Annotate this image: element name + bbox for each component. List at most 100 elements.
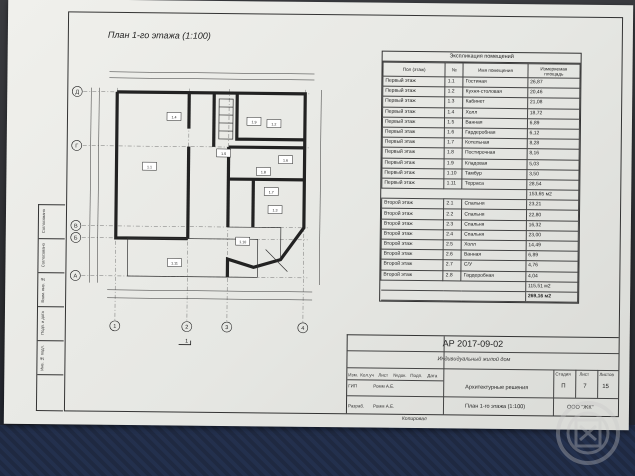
room-tag: 1.11	[171, 261, 178, 265]
table-cell: Первый этаж	[381, 167, 445, 179]
table-cell: Первый этаж	[382, 106, 445, 118]
table-cell: Спальня	[461, 199, 527, 211]
floor-plan: 1.4 1.5 1.1 1.2 1.6 1.9 1.7 1.3 1.8 1.10…	[67, 57, 390, 350]
table-cell: Первый этаж	[382, 147, 445, 159]
sheet-name: План 1-го этажа (1:100)	[464, 403, 526, 411]
table-cell: Второй этаж	[380, 269, 444, 281]
grand-total-row: 269,16 м2	[380, 290, 578, 303]
table-cell: 1.3	[444, 97, 464, 108]
table-cell: 8,16	[526, 148, 580, 160]
table-cell: Котельная	[462, 138, 528, 149]
table-cell: 2.4	[443, 229, 462, 241]
room-tag: 1.7	[269, 190, 274, 194]
table-cell: 5,03	[526, 159, 580, 170]
table-cell: 6,89	[525, 250, 579, 262]
section-name: Архитектурные решения	[465, 384, 529, 392]
margin-cell: Согласовано	[38, 205, 66, 240]
table-cell: 23,21	[526, 199, 579, 211]
fabric-surface	[0, 425, 635, 476]
axis-label: А	[73, 273, 77, 279]
col-header: Имя помещения	[463, 63, 528, 78]
floor2-subtotal: 115,51 м2	[525, 281, 578, 293]
table-cell: 1.10	[444, 168, 463, 179]
table-cell: 1.6	[444, 127, 463, 139]
table-cell: 6,89	[527, 118, 580, 130]
room-tag: 1.6	[283, 159, 288, 163]
table-cell: Терраса	[462, 178, 527, 190]
seal-logo-icon	[556, 401, 620, 465]
sheet-number: 7	[583, 383, 587, 390]
floor1-subtotal: 153,65 м2	[526, 189, 579, 201]
table-cell: Кухня-столовая	[463, 87, 528, 99]
margin-cell: Подп. и дата	[37, 307, 65, 342]
table-cell: 1.2	[445, 87, 464, 98]
room-tag: 1.4	[171, 115, 176, 119]
table-cell: Кабинет	[463, 97, 528, 109]
stamp-person: Ромм А.Е.	[373, 383, 395, 389]
table-cell: 1.8	[444, 148, 463, 159]
table-cell: Первый этаж	[381, 157, 445, 169]
margin-cell: Взам. инв. №	[38, 273, 65, 308]
grand-total: 269,16 м2	[525, 291, 578, 303]
table-cell: 20,46	[527, 87, 580, 99]
margin-cell: Согласовано	[38, 239, 65, 274]
table-cell: Спальня	[461, 209, 527, 221]
stamp-col-header: Лист	[378, 372, 389, 378]
stamp-col-header: №док.	[393, 372, 407, 378]
table-cell: 18,72	[527, 108, 580, 119]
table-cell: Постирочная	[462, 148, 527, 160]
table-cell: 14,49	[525, 240, 579, 252]
table-cell: 22,80	[526, 210, 579, 221]
section-arrow-icon	[178, 340, 192, 346]
stamp-col-header: Дата	[427, 373, 438, 379]
table-cell: Холл	[461, 240, 526, 251]
axis-label: Д	[75, 89, 79, 95]
table-cell: 2.5	[443, 239, 462, 251]
table-cell: Второй этаж	[381, 249, 444, 261]
sheets-total: 15	[602, 383, 609, 391]
table-cell: 1.4	[444, 107, 464, 118]
table-cell: 26,87	[527, 77, 580, 89]
room-tag: 1.8	[261, 170, 266, 174]
stage-value: П	[561, 383, 566, 390]
col-header: Измеряемая площадь	[527, 63, 581, 79]
table-cell: Первый этаж	[382, 127, 445, 138]
copied-label: Копировал	[401, 415, 427, 423]
table-cell: 2.1	[443, 199, 463, 210]
stage-header: Листов	[599, 371, 614, 378]
axis-label: 4	[301, 326, 304, 332]
table-cell: 3,50	[526, 169, 579, 181]
explication-table: Экспликация помещений Пол (этаж) № Имя п…	[379, 50, 582, 304]
table-cell: 21,08	[527, 98, 580, 109]
room-tag: 1.5	[221, 152, 226, 156]
stamp-role: ГИП	[348, 383, 358, 389]
table-cell: Тамбур	[462, 168, 527, 180]
table-cell: 2.7	[443, 260, 462, 271]
table-cell: Второй этаж	[381, 218, 444, 230]
margin-strip: Согласовано Согласовано Взам. инв. № Под…	[35, 204, 66, 412]
document-code: АР 2017-09-02	[442, 338, 504, 349]
table-cell: Первый этаж	[382, 86, 446, 98]
table-cell: Первый этаж	[382, 96, 446, 108]
table-cell: Спальня	[461, 229, 527, 241]
section-mark: 1	[185, 339, 188, 345]
stage-header: Лист	[579, 371, 590, 377]
plan-title: План 1-го этажа (1:100)	[107, 29, 211, 41]
table-cell: Второй этаж	[381, 228, 444, 240]
col-header: Пол (этаж)	[382, 62, 446, 77]
stamp-role: Разраб.	[347, 403, 365, 409]
table-cell: 23,00	[525, 230, 579, 242]
table-cell: Первый этаж	[382, 76, 446, 88]
drawing-sheet: Согласовано Согласовано Взам. инв. № Под…	[3, 0, 634, 431]
table-cell: 1.1	[445, 76, 464, 88]
table-cell: Спальня	[461, 219, 527, 231]
table-cell: Первый этаж	[381, 178, 445, 189]
col-header: №	[445, 62, 464, 78]
table-cell: Ванная	[461, 250, 526, 262]
room-tag: 1.10	[239, 240, 246, 244]
axis-label: Г	[75, 143, 78, 149]
table-cell: 2.6	[443, 249, 462, 261]
table-cell: 1.11	[444, 178, 463, 190]
